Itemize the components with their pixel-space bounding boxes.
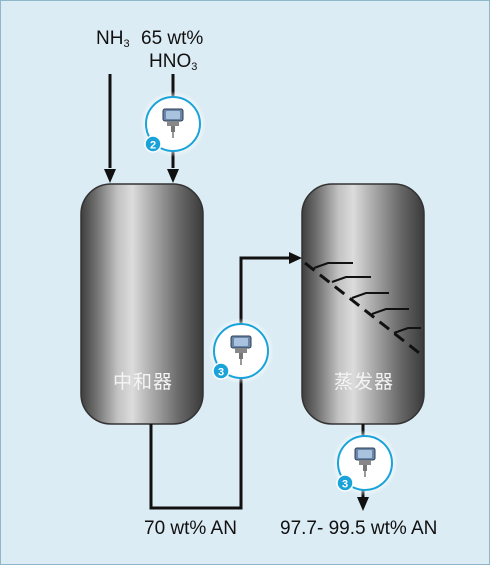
hno3-concentration-label: 65 wt%	[141, 28, 204, 49]
instrument-badge-2-number: 2	[150, 140, 156, 152]
instrument-badge-3-outlet-number: 3	[342, 479, 348, 491]
nh3-input-label-sub: 3	[123, 38, 130, 50]
evaporator-dashed-line	[304, 261, 424, 358]
hno3-input-label-sub: 3	[191, 61, 198, 73]
transfer-arrowhead	[289, 252, 302, 264]
hno3-input-label: HNO3	[149, 52, 197, 73]
neutralizer-product-label: 70 wt% AN	[144, 518, 237, 539]
nh3-feed-arrowhead	[104, 169, 116, 183]
instrument-badge-2: 2	[144, 135, 162, 153]
evaporator-tray-5	[393, 327, 421, 334]
instrument-badge-3-transfer: 3	[212, 362, 230, 380]
evaporator-tray-4	[371, 308, 409, 315]
instrument-badge-3-outlet: 3	[336, 474, 354, 492]
evaporator-tray-3	[351, 292, 389, 299]
neutralizer-label: 中和器	[113, 371, 174, 393]
transfer-line	[149, 256, 289, 510]
evaporator-product-label: 97.7- 99.5 wt% AN	[280, 518, 438, 539]
evaporator-tray-1	[313, 262, 353, 269]
nh3-input-label: NH3	[96, 29, 130, 50]
nh3-input-label-main: NH	[96, 28, 124, 49]
evaporator-tray-2	[331, 276, 371, 283]
evaporator-outlet-arrowhead	[357, 497, 369, 511]
hno3-input-label-main: HNO	[149, 51, 192, 72]
hno3-feed-arrowhead	[167, 169, 179, 183]
neutralizer-vessel	[80, 183, 204, 425]
evaporator-label: 蒸发器	[334, 371, 395, 393]
instrument-badge-3-transfer-number: 3	[218, 367, 224, 379]
